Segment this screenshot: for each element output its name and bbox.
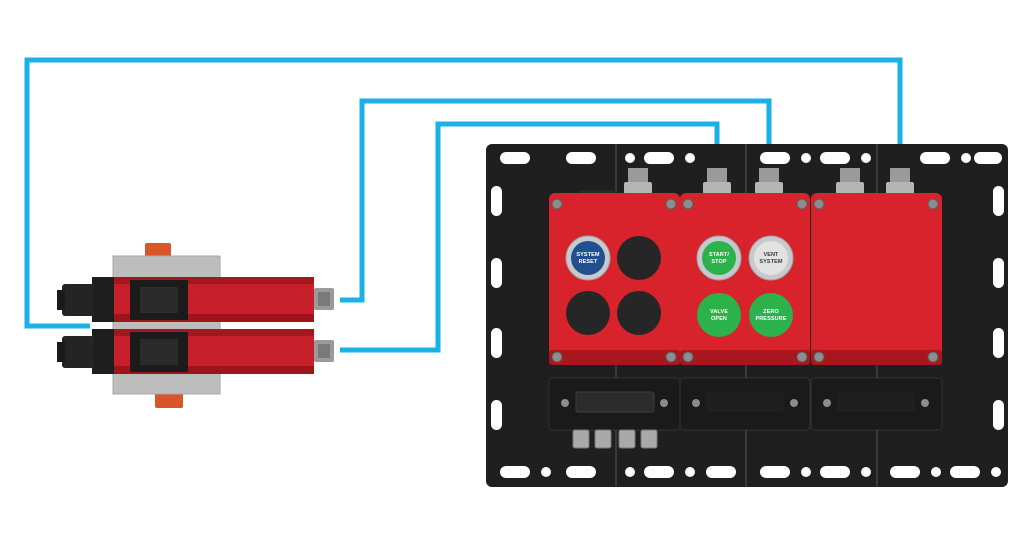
vent-system-label-2: SYSTEM (759, 259, 783, 265)
system-reset-button[interactable]: SYSTEM RESET (565, 235, 611, 281)
housing-screws (551, 198, 939, 363)
blank-button-1 (617, 236, 661, 280)
zero-pressure-button[interactable]: ZERO PRESSURE (749, 293, 793, 337)
panel-slots-sides (491, 186, 1004, 430)
blank-button-2 (566, 291, 610, 335)
switch-housings (549, 193, 942, 365)
housing-left (549, 193, 680, 365)
safety-switch-assembly (57, 243, 334, 408)
blank-button-3 (617, 291, 661, 335)
connector-slot-2 (703, 168, 731, 194)
push-buttons: SYSTEM RESET START/ STOP VENT SYSTEM VAL… (565, 235, 794, 337)
system-reset-label-2: RESET (579, 259, 598, 265)
vent-system-button[interactable]: VENT SYSTEM (748, 235, 794, 281)
zero-pressure-label-2: PRESSURE (755, 316, 786, 322)
connector-slot-4 (836, 168, 864, 194)
start-stop-label-1: START/ (709, 252, 729, 258)
actuator-tab-bottom (155, 392, 183, 408)
actuator-tab-top (145, 243, 171, 259)
zero-pressure-label-1: ZERO (763, 309, 779, 315)
start-stop-label-2: STOP (711, 259, 727, 265)
connector-slot-5 (886, 168, 914, 194)
bottom-connectors (572, 429, 658, 449)
plug-top (62, 284, 94, 316)
cable-inner (340, 121, 720, 353)
cables (24, 57, 903, 353)
start-stop-button[interactable]: START/ STOP (696, 235, 742, 281)
panel-slots-bottom (500, 466, 1001, 478)
connector-slot-1 (624, 168, 652, 194)
top-connectors (578, 168, 914, 200)
housing-right (811, 193, 942, 365)
vent-system-label-1: VENT (763, 252, 779, 258)
valve-open-label-1: VALVE (710, 309, 728, 315)
housing-middle (680, 193, 810, 365)
system-reset-label-1: SYSTEM (576, 252, 600, 258)
connector-slot-3 (755, 168, 783, 194)
cable-middle (340, 98, 772, 303)
valve-open-label-2: OPEN (711, 316, 727, 322)
bus-modules (548, 377, 943, 449)
cable-outer (24, 57, 903, 329)
plug-bottom (62, 336, 94, 368)
valve-open-button[interactable]: VALVE OPEN (697, 293, 741, 337)
panel-slots-top (500, 152, 1002, 164)
